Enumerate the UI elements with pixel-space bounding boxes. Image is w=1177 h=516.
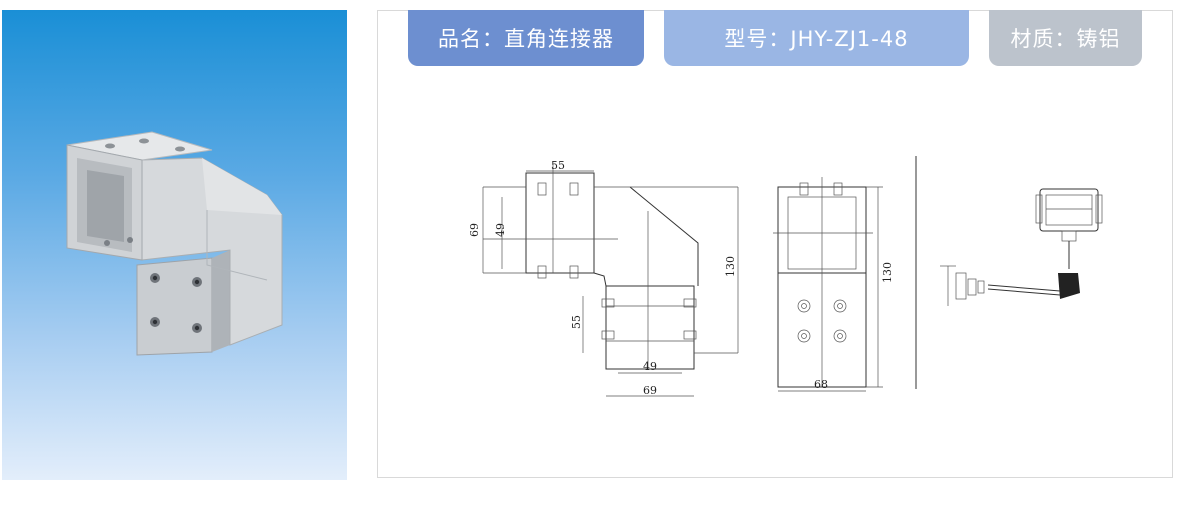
technical-drawing-panel: 55 69 49 55 49 69 130 68 bbox=[377, 10, 1173, 478]
dim-lower-inner-width: 49 bbox=[643, 360, 657, 373]
tab-material-label: 材质：铸铝 bbox=[1010, 27, 1121, 51]
dim-outer-height: 69 bbox=[468, 223, 481, 237]
installation-sketch bbox=[940, 188, 1103, 306]
tab-material: 材质：铸铝 bbox=[989, 10, 1142, 66]
tab-product-name-label: 品名：直角连接器 bbox=[438, 27, 614, 51]
tab-model: 型号：JHY-ZJ1-48 bbox=[664, 10, 969, 66]
product-photo bbox=[2, 10, 347, 480]
side-view bbox=[773, 156, 917, 392]
dim-total-height-front: 130 bbox=[724, 256, 737, 277]
connector-illustration bbox=[66, 131, 283, 356]
front-view bbox=[482, 161, 739, 397]
dim-lower-height: 55 bbox=[570, 315, 583, 329]
technical-drawing: 55 69 49 55 49 69 130 68 bbox=[468, 156, 1103, 397]
tab-product-name: 品名：直角连接器 bbox=[408, 10, 644, 66]
dim-total-height-side: 130 bbox=[881, 262, 894, 283]
tab-model-label: 型号：JHY-ZJ1-48 bbox=[724, 27, 909, 51]
dim-side-width: 68 bbox=[814, 378, 828, 391]
dim-top-width: 55 bbox=[551, 159, 565, 172]
dim-inner-height: 49 bbox=[494, 223, 507, 237]
dim-lower-outer-width: 69 bbox=[643, 384, 657, 397]
